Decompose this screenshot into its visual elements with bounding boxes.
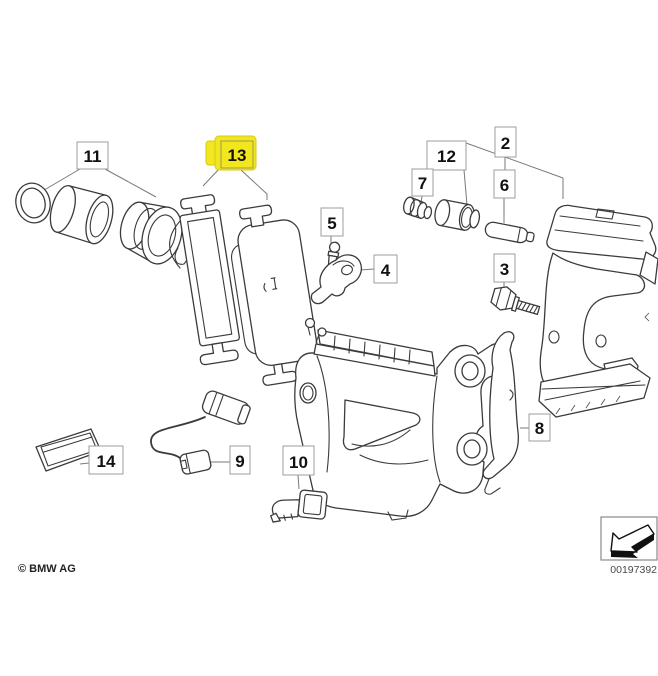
holder-bracket-drawing: [310, 254, 363, 305]
callout-7[interactable]: 7: [411, 168, 434, 197]
cap-drawing: [403, 196, 433, 220]
callout-label: 7: [418, 174, 427, 193]
chevron-left-icon: [644, 312, 650, 322]
callout-label: 3: [500, 260, 509, 279]
caliper-carrier-drawing: [538, 204, 658, 418]
callout-label: 9: [235, 452, 244, 471]
callout-label: 10: [289, 453, 308, 472]
callout-label: 8: [535, 419, 544, 438]
diagram-stamp: 00197392: [600, 516, 658, 576]
guide-pin-drawing: [484, 221, 535, 244]
callout-label: 14: [97, 452, 116, 471]
callout-label: 5: [327, 214, 336, 233]
callout-label: 11: [84, 147, 102, 166]
back-arrow-icon: [610, 524, 655, 558]
copyright-text: © BMW AG: [18, 563, 76, 575]
callout-12[interactable]: 12: [426, 140, 467, 171]
callout-8[interactable]: 8: [528, 413, 551, 442]
callout-label: 13: [228, 146, 247, 165]
highlight-marker: [214, 135, 257, 171]
callout-3[interactable]: 3: [493, 253, 516, 283]
callout-14[interactable]: 14: [88, 445, 124, 475]
callout-2[interactable]: 2: [494, 126, 517, 158]
clip-drawing: [270, 489, 328, 523]
callout-label: 2: [501, 134, 510, 153]
callout-9[interactable]: 9: [229, 445, 251, 475]
image-number: 00197392: [610, 564, 657, 576]
bolt-drawing: [490, 286, 541, 316]
callout-4[interactable]: 4: [373, 254, 398, 284]
callout-label: 12: [437, 147, 456, 166]
wear-sensor-drawing: [150, 390, 251, 475]
callout-6[interactable]: 6: [493, 169, 516, 199]
callout-label: 6: [500, 176, 509, 195]
brake-pads-drawing: [179, 194, 318, 386]
retaining-spring-drawing: [482, 331, 519, 495]
callout-5[interactable]: 5: [320, 207, 344, 237]
piston-seal-kit-drawing: [15, 182, 191, 269]
caliper-housing-drawing: [294, 317, 506, 521]
callout-13-highlighted[interactable]: 13: [205, 135, 257, 171]
callout-label: 4: [381, 261, 391, 280]
guide-bush-drawing: [434, 199, 481, 231]
callout-11[interactable]: 11: [76, 141, 109, 170]
callout-10[interactable]: 10: [282, 445, 315, 476]
